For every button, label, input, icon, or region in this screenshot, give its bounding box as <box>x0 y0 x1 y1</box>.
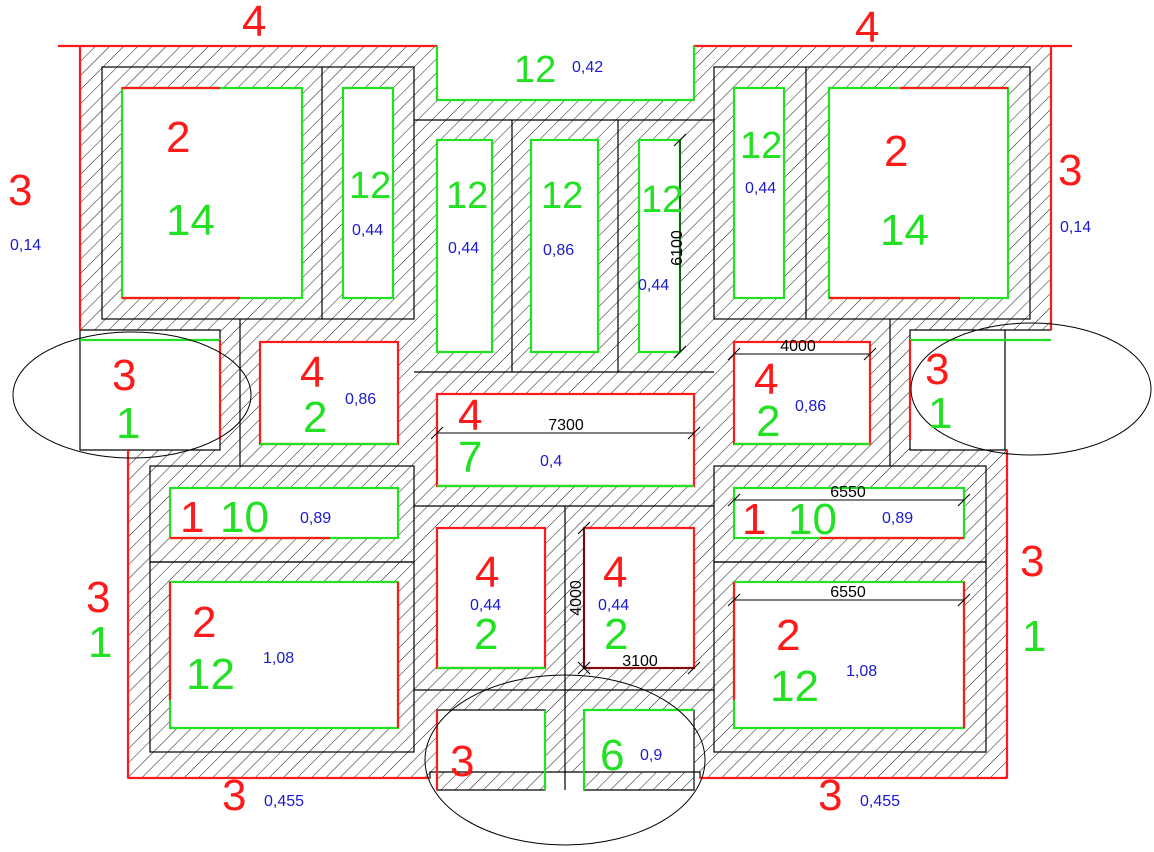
label-lower-left-1: 1 <box>88 618 112 667</box>
dimension-lines <box>430 133 971 675</box>
label-bottom-left-3: 3 <box>222 771 246 820</box>
room-tr-2: 2 <box>884 127 908 176</box>
room-bl-2: 2 <box>192 598 216 647</box>
room-bc1-val: 0,44 <box>470 597 501 614</box>
room-c1-val: 0,44 <box>448 240 479 257</box>
room-tl-14: 14 <box>166 196 215 245</box>
bottom-ellipse <box>424 674 706 846</box>
dim-4000-vertical: 4000 <box>568 580 585 616</box>
room-c1-12: 12 <box>446 175 488 217</box>
label-lower-right-1: 1 <box>1022 612 1046 661</box>
label-right-3: 3 <box>1058 146 1082 195</box>
label-left-ellipse-3: 3 <box>112 351 136 400</box>
room-tr-narrow-12: 12 <box>740 125 782 167</box>
room-cr-1: 1 <box>742 495 766 544</box>
label-top-mid-val: 0,42 <box>572 59 603 76</box>
room-ml-2: 2 <box>303 393 327 442</box>
label-left-3: 3 <box>8 166 32 215</box>
room-c3-12: 12 <box>641 179 683 221</box>
room-bl-val: 1,08 <box>263 650 294 667</box>
label-top-left-4: 4 <box>242 0 266 46</box>
label-bottom-right-3: 3 <box>818 771 842 820</box>
label-lower-right-3: 3 <box>1020 537 1044 586</box>
room-mc-val: 0,4 <box>540 453 562 470</box>
room-br-12: 12 <box>770 662 819 711</box>
label-bottom-right-val: 0,455 <box>860 793 900 810</box>
dim-3100: 3100 <box>622 653 658 670</box>
label-top-mid-12: 12 <box>514 49 556 91</box>
outer-labels: 4 4 12 0,42 3 0,14 3 0,14 3 1 3 1 3 1 3 … <box>8 0 1091 820</box>
dim-6550-a: 6550 <box>830 484 866 501</box>
room-mr-val: 0,86 <box>795 398 826 415</box>
label-bottom-mid-val: 0,9 <box>640 747 662 764</box>
inner-wall-lines <box>101 66 1031 790</box>
label-bottom-mid-6: 6 <box>600 731 624 780</box>
label-left-val: 0,14 <box>10 237 41 254</box>
room-mr-4: 4 <box>754 355 778 404</box>
surface-markings <box>58 44 1072 790</box>
label-bottom-mid-3: 3 <box>450 737 474 786</box>
room-cl-10: 10 <box>220 493 269 542</box>
room-br-val: 1,08 <box>846 663 877 680</box>
label-right-ellipse-3: 3 <box>925 345 949 394</box>
right-ellipse <box>910 322 1152 456</box>
label-lower-left-3: 3 <box>86 573 110 622</box>
dim-4000-top: 4000 <box>780 338 816 355</box>
room-tl-narrow-12: 12 <box>349 165 391 207</box>
room-mc-7: 7 <box>458 433 482 482</box>
room-ml-val: 0,86 <box>345 391 376 408</box>
room-bc1-2: 2 <box>474 610 498 659</box>
label-top-right-4: 4 <box>855 3 879 52</box>
room-ml-4: 4 <box>300 348 324 397</box>
room-c3-val: 0,44 <box>638 277 669 294</box>
room-bc2-4: 4 <box>603 548 627 597</box>
callout-ellipses <box>12 322 1152 846</box>
room-tl-narrow-val: 0,44 <box>352 222 383 239</box>
room-bc2-2: 2 <box>604 610 628 659</box>
label-bottom-left-val: 0,455 <box>264 793 304 810</box>
room-mc-4: 4 <box>458 391 482 440</box>
room-cl-1: 1 <box>180 493 204 542</box>
room-cr-10: 10 <box>788 495 837 544</box>
dim-6550-b: 6550 <box>830 584 866 601</box>
room-c2-val: 0,86 <box>543 242 574 259</box>
room-tr-narrow-val: 0,44 <box>745 180 776 197</box>
room-labels: 2 14 12 0,44 12 0,44 12 0,86 12 0,44 12 … <box>166 113 929 711</box>
dimension-labels: 6100 4000 7300 6550 6550 4000 3100 <box>548 230 866 670</box>
label-left-ellipse-1: 1 <box>116 399 140 448</box>
room-mr-2: 2 <box>756 397 780 446</box>
room-cl-val: 0,89 <box>300 510 331 527</box>
room-br-2: 2 <box>776 611 800 660</box>
label-right-ellipse-1: 1 <box>928 389 952 438</box>
dim-6100: 6100 <box>669 230 686 266</box>
room-bc2-val: 0,44 <box>598 597 629 614</box>
room-bl-12: 12 <box>186 650 235 699</box>
room-tr-14: 14 <box>880 206 929 255</box>
left-ellipse <box>12 331 252 459</box>
room-bc1-4: 4 <box>475 548 499 597</box>
label-right-val: 0,14 <box>1060 219 1091 236</box>
dim-7300: 7300 <box>548 417 584 434</box>
room-cr-val: 0,89 <box>882 510 913 527</box>
room-c2-12: 12 <box>541 175 583 217</box>
room-tl-2: 2 <box>166 113 190 162</box>
